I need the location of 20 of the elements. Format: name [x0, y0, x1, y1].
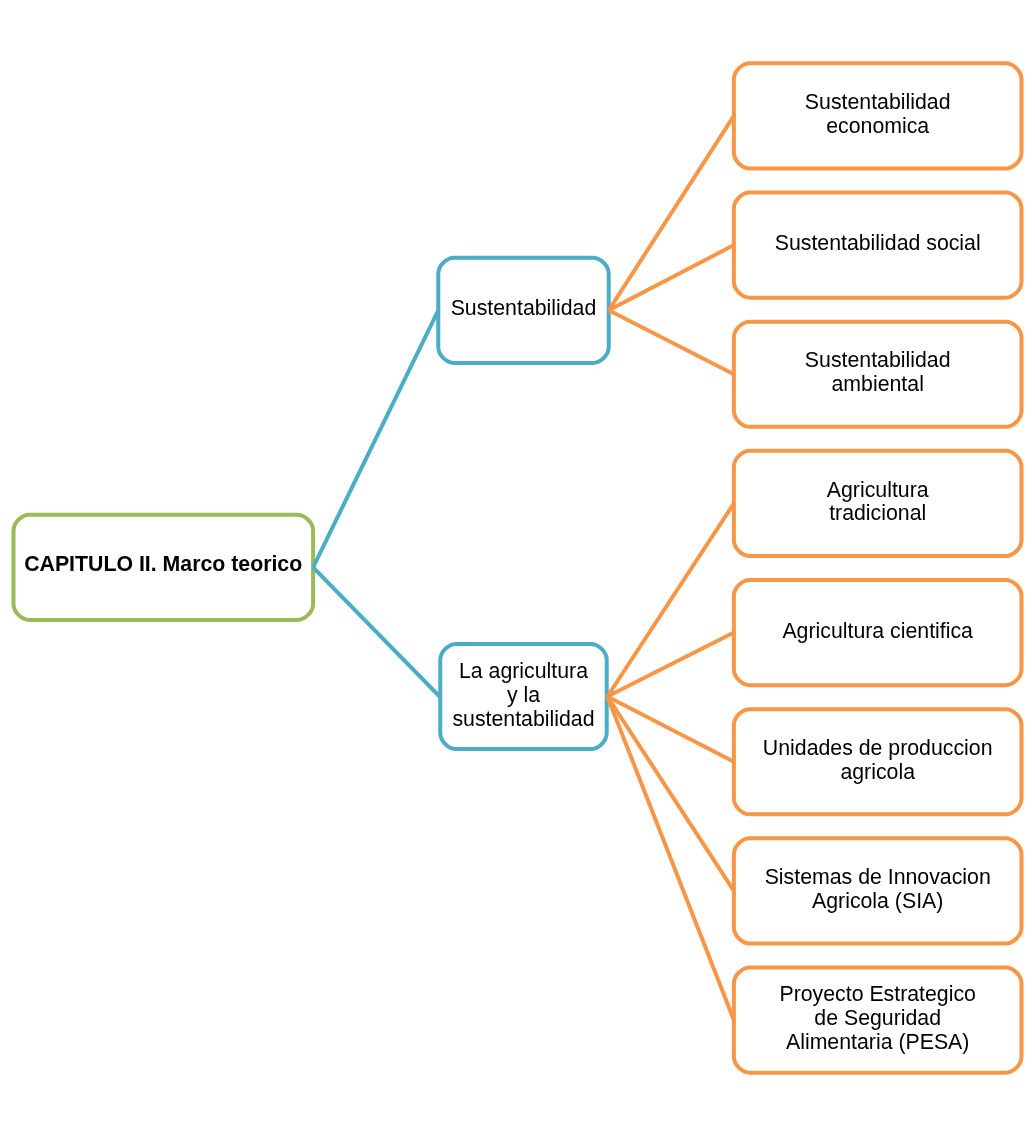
node-box: Unidades de produccion agricola: [731, 707, 1024, 817]
connector: [606, 630, 735, 699]
connector: [311, 565, 442, 698]
node-box: Proyecto Estrategico de Seguridad Alimentaria (PESA): [731, 965, 1024, 1075]
node-box: Sustentabilidad: [436, 255, 611, 365]
node-box: Agricultura tradicional: [731, 448, 1024, 558]
node-box: Sistemas de Innovacion Agricola (SIA): [731, 836, 1024, 946]
connector: [605, 695, 736, 1021]
connector: [607, 114, 736, 312]
connector: [607, 308, 735, 377]
node-box: CAPITULO II. Marco teorico: [11, 512, 316, 622]
node-box: Sustentabilidad ambiental: [731, 319, 1024, 429]
connector: [605, 502, 736, 698]
node-box: Sustentabilidad economica: [731, 61, 1024, 171]
connector: [607, 243, 735, 313]
node-box: La agricultura y la sustentabilidad: [438, 641, 609, 752]
node-box: Agricultura cientifica: [731, 578, 1024, 688]
connector: [605, 695, 736, 892]
connector: [311, 309, 441, 569]
node-box: Sustentabilidad social: [731, 190, 1024, 300]
